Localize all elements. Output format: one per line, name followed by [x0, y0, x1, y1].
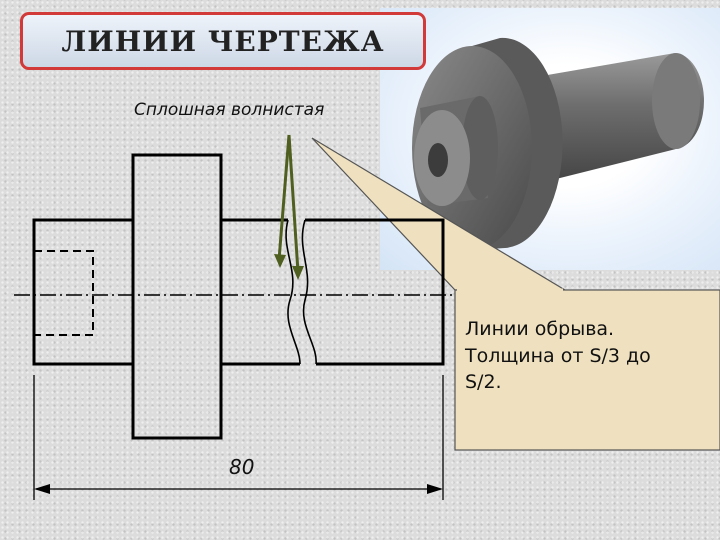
- callout-line-1: Линии обрыва.: [465, 318, 615, 340]
- arrowhead-right: [292, 266, 304, 280]
- pointer-arrows: [277, 134, 300, 273]
- shaft-right: [305, 218, 445, 366]
- title-banner: ЛИНИИ ЧЕРТЕЖА: [20, 12, 426, 70]
- callout-text: Линии обрыва. Толщина от S/3 до S/2.: [465, 316, 710, 396]
- pointer-arrow-right: [287, 134, 300, 273]
- dimension-arrow-right: [427, 484, 443, 494]
- flange-section: [131, 153, 223, 440]
- callout-pointer: [311, 137, 568, 291]
- page-title: ЛИНИИ ЧЕРТЕЖА: [61, 24, 385, 58]
- bore-hole: [428, 143, 448, 177]
- break-line-left: [285, 219, 301, 365]
- part-3d-svg: [412, 37, 704, 251]
- arrowhead-left: [274, 254, 286, 268]
- callout-box: [454, 289, 720, 451]
- break-line-right: [301, 219, 317, 365]
- pointer-arrow-left: [277, 134, 291, 261]
- dimension-value: 80: [229, 455, 255, 479]
- dimension-arrow-left: [34, 484, 50, 494]
- part-outline: [32, 153, 445, 440]
- callout-line-2: Толщина от S/3 до: [465, 344, 651, 367]
- shaft-end: [652, 53, 700, 149]
- left-section: [32, 218, 133, 366]
- hub-side: [462, 96, 498, 200]
- hidden-hole: [33, 250, 94, 336]
- part-3d-render: [380, 8, 720, 270]
- callout-line-3: S/2.: [465, 371, 502, 394]
- line-type-label: Сплошная волнистая: [134, 100, 325, 120]
